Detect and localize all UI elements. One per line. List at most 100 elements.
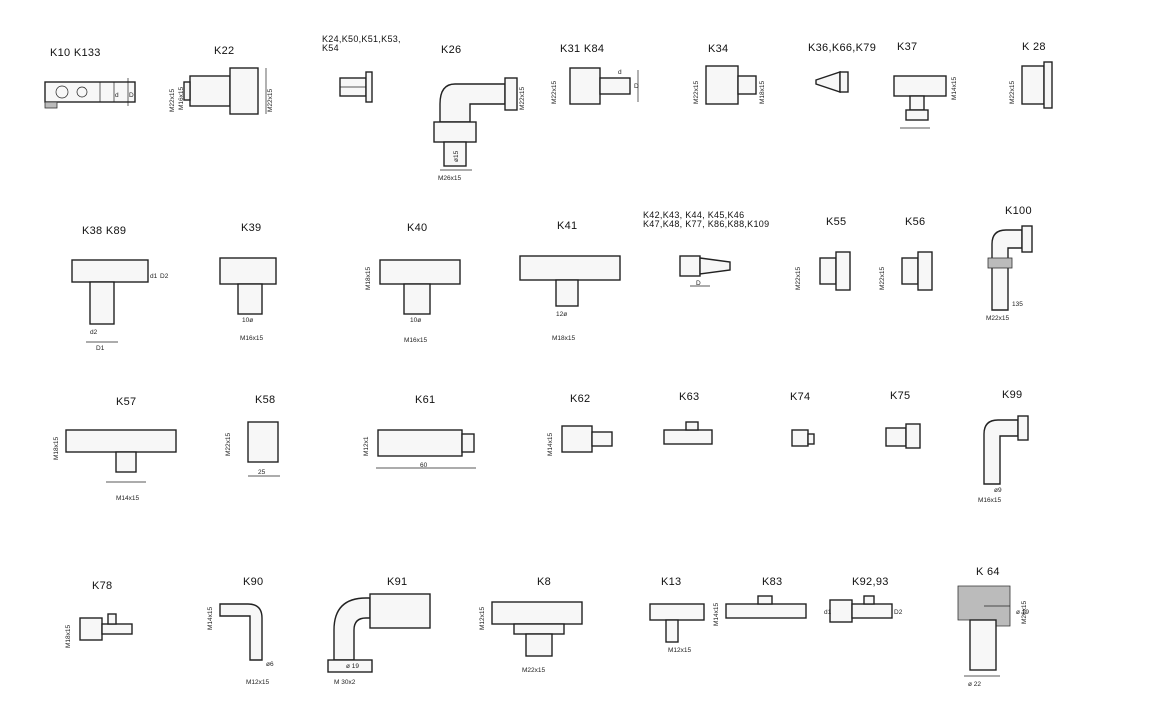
- dim-k64-m26: M26x15: [1021, 600, 1028, 624]
- part-k38-drawing: d2 D1 d1 D2: [71, 259, 169, 352]
- dim-k22-m22b: M22x15: [267, 88, 274, 112]
- part-k55-drawing: M22x15: [795, 251, 851, 291]
- dim-k42-D: D: [696, 280, 701, 287]
- part-k57-drawing: M18x15 M14x15: [53, 429, 177, 502]
- dim-k40-p10: 10ø: [410, 317, 421, 324]
- dim-k78-m18: M18x15: [65, 624, 72, 648]
- dim-k91-p19: ø 19: [346, 663, 359, 670]
- dim-k39-m16: M16x15: [240, 335, 264, 342]
- label-k100: K100: [1005, 205, 1032, 217]
- part-k36-drawing: [815, 71, 849, 93]
- dim-k99-p9: ø9: [994, 487, 1002, 494]
- part-k91-drawing: ø 19 M 30x2: [327, 593, 431, 686]
- label-k55: K55: [826, 216, 847, 228]
- dim-k92-d2: D2: [894, 609, 903, 616]
- part-k26-drawing: M22x15 ø15 M26x15: [433, 77, 526, 182]
- dim-k55-m22: M22x15: [795, 266, 802, 290]
- dim-k41-p12: 12ø: [556, 311, 567, 318]
- label-k40: K40: [407, 222, 428, 234]
- dim-k34-m18: M18x15: [759, 80, 766, 104]
- label-k39: K39: [241, 222, 262, 234]
- dim-k90-p6: ø6: [266, 661, 274, 668]
- label-k37: K37: [897, 41, 918, 53]
- dim-k13-m12: M12x15: [668, 647, 692, 654]
- dim-k22-m16: M16x15: [178, 86, 185, 110]
- label-k8: K8: [537, 576, 552, 588]
- part-k61-drawing: M12x1 60: [363, 429, 476, 469]
- label-k13: K13: [661, 576, 682, 588]
- part-k75-drawing: [885, 423, 921, 449]
- part-k74-drawing: [791, 429, 815, 447]
- dim-k39-p10: 10ø: [242, 317, 253, 324]
- label-k58: K58: [255, 394, 276, 406]
- part-k83-drawing: M14x15: [713, 595, 807, 626]
- dim-k92-d1: d1: [824, 609, 832, 616]
- dim-k38-d2: d2: [90, 329, 98, 336]
- dim-k38-D1: D1: [96, 345, 105, 352]
- label-k99: K99: [1002, 389, 1023, 401]
- label-k62: K62: [570, 393, 591, 405]
- part-k39-drawing: 10ø M16x15: [219, 257, 277, 342]
- dim-k26-m22: M22x15: [519, 86, 526, 110]
- label-k24: K24,K50,K51,K53,: [322, 34, 401, 44]
- dim-k100-p135: 135: [1012, 301, 1023, 308]
- dim-k22-m22: M22x15: [169, 88, 176, 112]
- label-k90: K90: [243, 576, 264, 588]
- part-k90-drawing: M14x15 ø6 M12x15: [207, 603, 274, 686]
- part-k37-drawing: M14x15: [893, 75, 958, 129]
- label-k41: K41: [557, 220, 578, 232]
- dim-k28-m22: M22x15: [1009, 80, 1016, 104]
- dim-k90-m12: M12x15: [246, 679, 270, 686]
- label-k61: K61: [415, 394, 436, 406]
- part-k41-drawing: 12ø M18x15: [519, 255, 621, 342]
- label-k92: K92,93: [852, 576, 889, 588]
- dim-k8-m12: M12x15: [479, 606, 486, 630]
- label-k91: K91: [387, 576, 408, 588]
- dim-k61-60: 60: [420, 462, 428, 469]
- label-k28: K 28: [1022, 41, 1046, 53]
- dim-k38-d1: d1: [150, 273, 158, 280]
- part-k31-drawing: M22x15 d D: [551, 67, 639, 105]
- label-k31: K31 K84: [560, 43, 605, 55]
- dim-d: d: [115, 92, 119, 99]
- part-k63-drawing: [663, 421, 713, 445]
- dim-k61-m12: M12x1: [363, 436, 370, 456]
- dim-k40-m18: M18x15: [365, 266, 372, 290]
- label-k24b: K54: [322, 43, 339, 53]
- label-k56: K56: [905, 216, 926, 228]
- label-k64: K 64: [976, 566, 1000, 578]
- dim-k31-D: D: [634, 83, 639, 90]
- dim-k34-m22: M22x15: [693, 80, 700, 104]
- part-k58-drawing: M22x15 25: [225, 421, 280, 477]
- part-k22-drawing: M22x15 M16x15 M22x15: [169, 67, 274, 115]
- dim-k64-p22: ø 22: [968, 681, 981, 688]
- dim-k31-d: d: [618, 69, 622, 76]
- dim-k40-m16: M16x15: [404, 337, 428, 344]
- dim-k57-m14: M14x15: [116, 495, 140, 502]
- dim-k83-m14: M14x15: [713, 602, 720, 626]
- part-k64-drawing: ø 19 M26x15 ø 22: [957, 585, 1029, 688]
- part-k62-drawing: M14x15: [547, 425, 613, 456]
- part-k8-drawing: M12x15 M22x15: [479, 601, 583, 674]
- dim-k37-m14: M14x15: [951, 76, 958, 100]
- dim-k31-m22: M22x15: [551, 80, 558, 104]
- part-k28-drawing: M22x15: [1009, 61, 1053, 109]
- dim-k64-p19: ø 19: [1016, 609, 1029, 616]
- dim-k57-m18: M18x15: [53, 436, 60, 460]
- dim-k38-D2: D2: [160, 273, 169, 280]
- dim-k99-m16: M16x15: [978, 497, 1002, 504]
- label-k36: K36,K66,K79: [808, 42, 877, 54]
- label-k10: K10 K133: [50, 47, 101, 59]
- label-k42b: K47,K48, K77, K86,K88,K109: [643, 219, 770, 229]
- label-k57: K57: [116, 396, 137, 408]
- label-k75: K75: [890, 390, 911, 402]
- label-k63: K63: [679, 391, 700, 403]
- dim-k41-m18: M18x15: [552, 335, 576, 342]
- part-k40-drawing: M18x15 10ø M16x15: [365, 259, 461, 344]
- dim-k58-m22: M22x15: [225, 432, 232, 456]
- dim-k26-p15: ø15: [453, 150, 460, 162]
- dim-k100-m22: M22x15: [986, 315, 1010, 322]
- label-k42: K42,K43, K44, K45,K46: [643, 210, 745, 220]
- dim-k62-m14: M14x15: [547, 432, 554, 456]
